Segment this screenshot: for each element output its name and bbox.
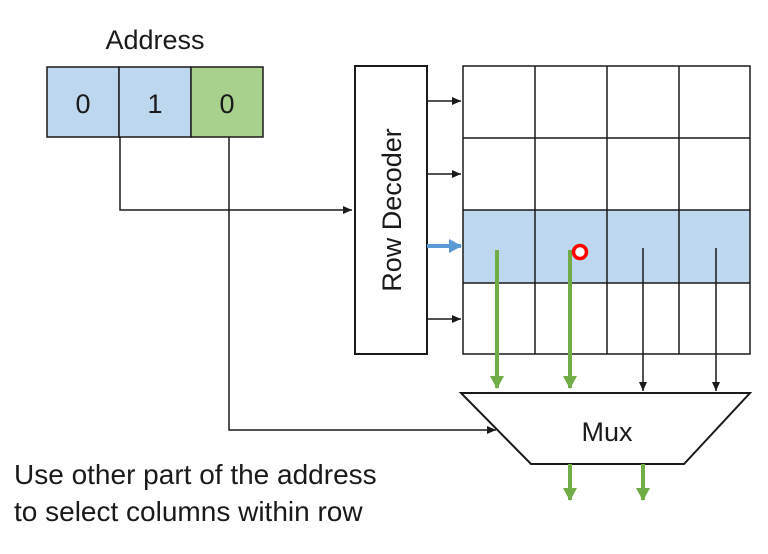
mux-label: Mux (581, 417, 633, 447)
memory-grid (462, 65, 751, 355)
address-bit-0-cell (46, 66, 120, 138)
cursor-pointer-icon (571, 243, 589, 261)
address-bit-0-value: 0 (75, 89, 90, 119)
address-bit-2-cell (190, 66, 264, 138)
mux-shape (458, 392, 753, 465)
caption-line-1: Use other part of the address (14, 459, 377, 490)
address-bit-1-value: 1 (147, 89, 162, 119)
address-bits: 0 1 0 (46, 66, 264, 138)
address-bit-2-value: 0 (219, 89, 234, 119)
caption-line-2: to select columns within row (14, 496, 363, 527)
row-decoder-label: Row Decoder (377, 128, 407, 292)
caption: Use other part of the address to select … (14, 456, 377, 530)
address-bit-1-cell (118, 66, 192, 138)
address-label: Address (105, 25, 204, 55)
row-decoder-box (354, 65, 428, 355)
column-select-wire (228, 137, 496, 434)
row-select-wire (119, 137, 352, 214)
